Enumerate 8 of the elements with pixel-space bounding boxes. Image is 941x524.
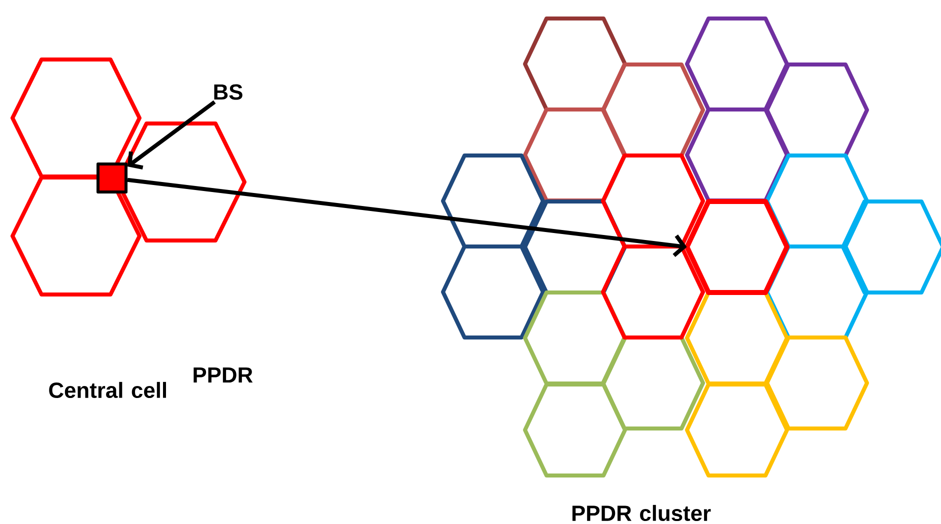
cell-label: Central cell bbox=[49, 382, 166, 398]
cell-label: PPDR bbox=[194, 367, 253, 383]
arrow bbox=[128, 100, 216, 170]
arrow bbox=[127, 178, 687, 258]
node-label: BS bbox=[214, 84, 242, 100]
base-station-square bbox=[96, 162, 128, 194]
cluster-label: PPDR cluster bbox=[572, 504, 711, 522]
hexagon-cell bbox=[684, 198, 790, 295]
